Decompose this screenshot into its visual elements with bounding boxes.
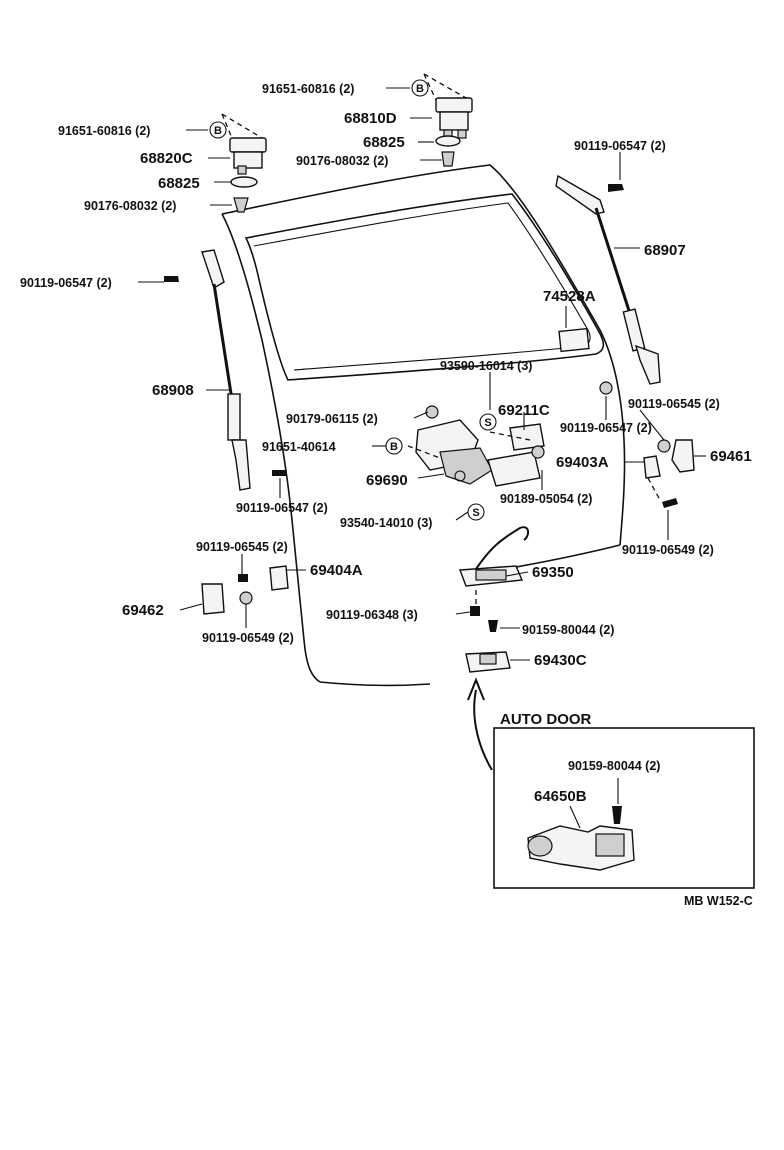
b-marker-top: B bbox=[411, 79, 429, 97]
label-69462: 69462 bbox=[122, 602, 164, 619]
label-90159-80044-box: 90159-80044 (2) bbox=[568, 759, 660, 773]
auto-door-arrow bbox=[467, 677, 493, 771]
label-69211c: 69211C bbox=[498, 402, 550, 419]
s-marker-lower: S bbox=[467, 503, 485, 521]
svg-text:B: B bbox=[390, 441, 398, 453]
label-68907: 68907 bbox=[644, 242, 686, 259]
label-90119-06547-top-right: 90119-06547 (2) bbox=[574, 139, 666, 153]
label-93540-14010: 93540-14010 (3) bbox=[340, 516, 432, 530]
latch-69350 bbox=[459, 526, 530, 632]
label-69690: 69690 bbox=[366, 472, 408, 489]
label-69461: 69461 bbox=[710, 448, 752, 465]
label-91651-60816-left: 91651-60816 (2) bbox=[58, 124, 150, 138]
label-69350: 69350 bbox=[532, 564, 574, 581]
door-stop-left bbox=[201, 565, 289, 615]
svg-text:B: B bbox=[214, 125, 222, 137]
label-90119-06545-right: 90119-06545 (2) bbox=[628, 397, 720, 411]
auto-door-box bbox=[493, 727, 755, 889]
label-64650b: 64650B bbox=[534, 788, 587, 805]
hinge-68810d bbox=[423, 73, 473, 167]
svg-text:S: S bbox=[484, 417, 491, 429]
auto-door-title: AUTO DOOR bbox=[500, 711, 592, 728]
label-90189-05054: 90189-05054 (2) bbox=[500, 492, 592, 506]
label-69403a: 69403A bbox=[556, 454, 609, 471]
striker-69430c bbox=[465, 651, 511, 673]
label-90159-80044: 90159-80044 (2) bbox=[522, 623, 614, 637]
label-68908: 68908 bbox=[152, 382, 194, 399]
b-marker-lock: B bbox=[385, 437, 403, 455]
label-90176-08032-top: 90176-08032 (2) bbox=[296, 154, 388, 168]
svg-text:S: S bbox=[472, 507, 479, 519]
label-90119-06547-bottom-left: 90119-06547 (2) bbox=[236, 501, 328, 515]
label-90119-06547-left: 90119-06547 (2) bbox=[20, 276, 112, 290]
label-90119-06348: 90119-06348 (3) bbox=[326, 608, 418, 622]
label-68820c: 68820C bbox=[140, 150, 193, 167]
label-90179-06115: 90179-06115 (2) bbox=[286, 412, 378, 426]
label-90119-06549-left: 90119-06549 (2) bbox=[202, 631, 294, 645]
label-91651-40614: 91651-40614 bbox=[262, 440, 336, 454]
label-90119-06549-right: 90119-06549 (2) bbox=[622, 543, 714, 557]
label-68825-left: 68825 bbox=[158, 175, 200, 192]
gas-strut-68908 bbox=[164, 249, 287, 491]
lock-assembly bbox=[407, 405, 545, 487]
sticker-74528a bbox=[558, 327, 590, 353]
hinge-68820c bbox=[221, 113, 267, 213]
svg-text:B: B bbox=[416, 83, 424, 95]
s-marker-upper: S bbox=[479, 413, 497, 431]
label-90119-06547-mid-right: 90119-06547 (2) bbox=[560, 421, 652, 435]
b-marker-left: B bbox=[209, 121, 227, 139]
diagram-code: MB W152-C bbox=[684, 894, 753, 908]
label-69430c: 69430C bbox=[534, 652, 587, 669]
label-69404a: 69404A bbox=[310, 562, 363, 579]
label-90176-08032-left: 90176-08032 (2) bbox=[84, 199, 176, 213]
label-93590-16014: 93590-16014 (3) bbox=[440, 359, 532, 373]
label-90119-06545-left: 90119-06545 (2) bbox=[196, 540, 288, 554]
back-door-outline bbox=[221, 164, 626, 687]
leader-lines bbox=[138, 87, 706, 829]
label-68825-top: 68825 bbox=[363, 134, 405, 151]
label-68810d: 68810D bbox=[344, 110, 397, 127]
label-74528a: 74528A bbox=[543, 288, 596, 305]
gas-strut-68907 bbox=[555, 174, 661, 385]
label-91651-60816-top: 91651-60816 (2) bbox=[262, 82, 354, 96]
door-stop-right bbox=[599, 381, 695, 508]
